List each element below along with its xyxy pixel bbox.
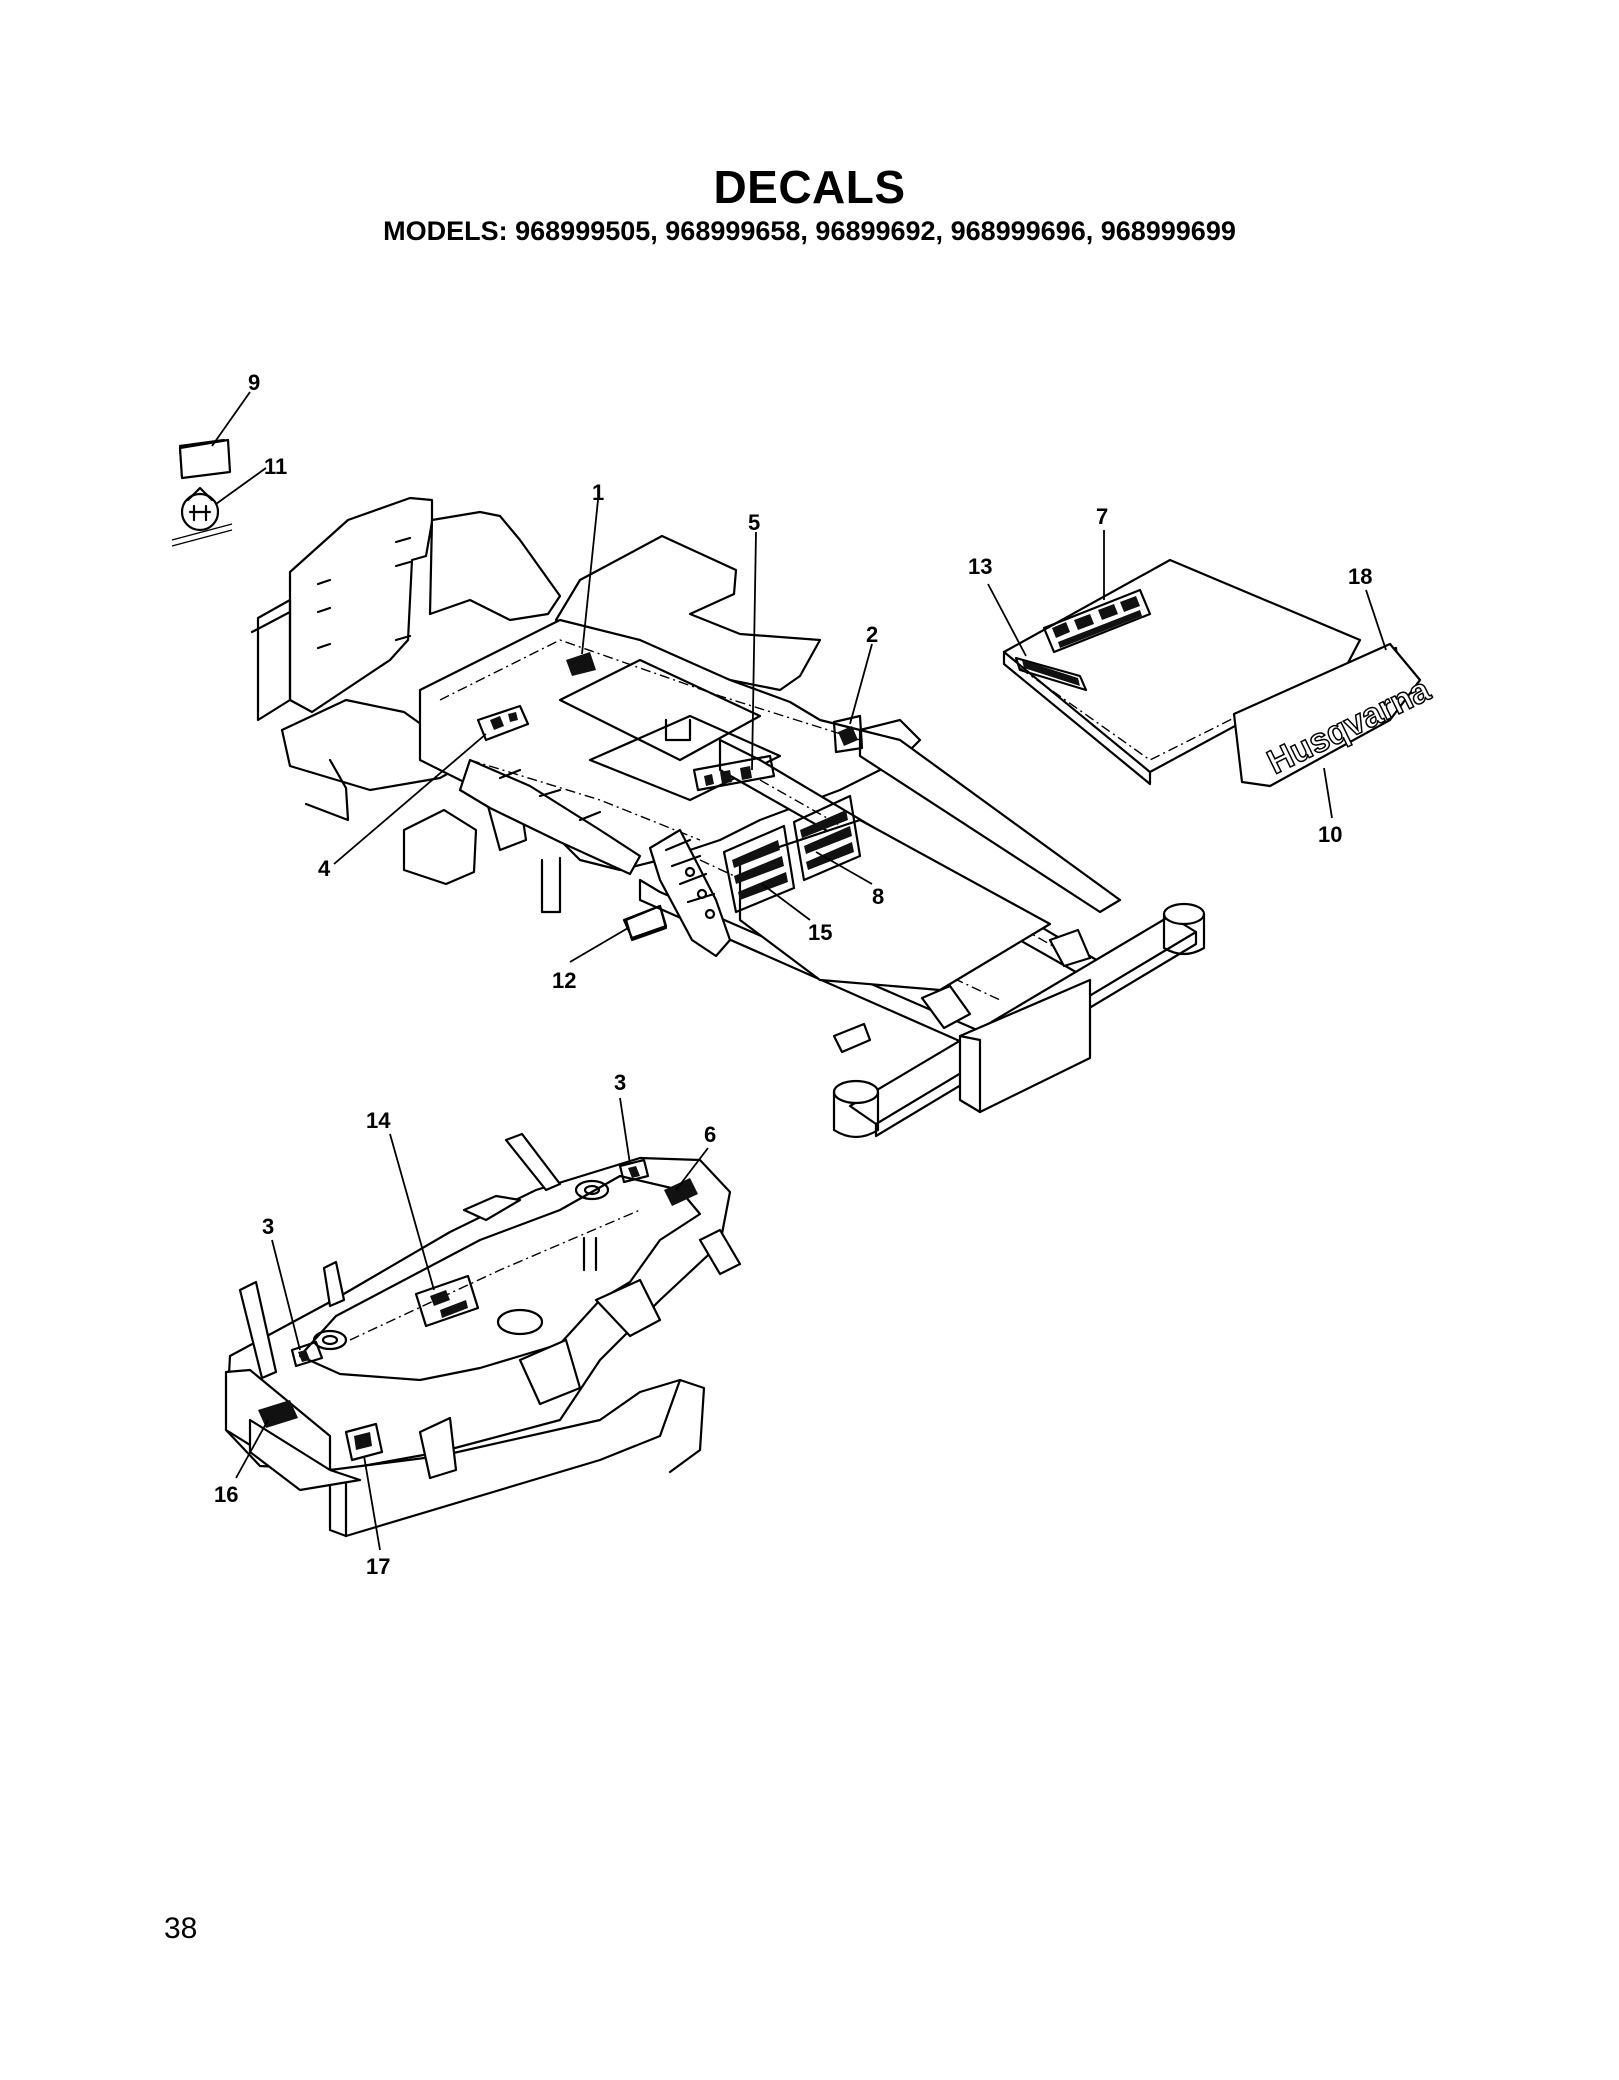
- decal-3-spindle-right: [618, 1158, 650, 1184]
- callout-6: 6: [704, 1122, 716, 1147]
- callout-13: 13: [968, 554, 992, 579]
- page-number: 38: [164, 1912, 198, 1945]
- callout-3-left: 3: [262, 1214, 274, 1239]
- decal-11-husqvarna-emblem: [171, 486, 233, 547]
- callout-9: 9: [248, 370, 260, 395]
- callout-2: 2: [866, 622, 878, 647]
- callout-3-top: 3: [614, 1070, 626, 1095]
- callout-5: 5: [748, 510, 760, 535]
- callout-11: 11: [264, 454, 287, 479]
- callout-18: 18: [1348, 564, 1372, 589]
- decal-15-frame-warning: [722, 824, 796, 914]
- callout-7: 7: [1096, 504, 1108, 529]
- leader-lines: [211, 391, 1387, 1551]
- decal-3-spindle-left: [290, 1340, 324, 1368]
- decal-13-hood-strip: [1014, 656, 1088, 692]
- decal-6-deck-right: [664, 1178, 698, 1206]
- callout-15: 15: [808, 920, 832, 945]
- callout-8: 8: [872, 884, 884, 909]
- mower-deck: [224, 1132, 742, 1538]
- decal-4-control-panel: [476, 704, 530, 742]
- decal-8-frame-warning: [792, 794, 862, 882]
- decal-12-lever-label: [622, 904, 668, 940]
- callout-16: 16: [214, 1482, 238, 1507]
- callout-4: 4: [318, 856, 331, 881]
- tractor-frame: [250, 496, 1206, 1139]
- callout-12: 12: [552, 968, 576, 993]
- decal-1-frame-top: [566, 652, 596, 676]
- decal-9-blank-label: [178, 438, 232, 480]
- decal-14-deck-center: [414, 1274, 480, 1328]
- models-subtitle: MODELS: 968999505, 968999658, 96899692, …: [383, 216, 1236, 246]
- decal-5-frame-center: [692, 754, 776, 792]
- page-title: DECALS: [713, 161, 906, 213]
- decal-7-hood-instruction: [1042, 588, 1152, 654]
- callout-10: 10: [1318, 822, 1342, 847]
- callout-17: 17: [366, 1554, 390, 1579]
- decal-17-deck-warning: [344, 1422, 384, 1462]
- callout-numbers: 9 11 1 5 2 7 13 18 10 4 8 15 12 3 6 14 3…: [214, 370, 1372, 1579]
- callout-1: 1: [592, 480, 604, 505]
- callout-14: 14: [366, 1108, 391, 1133]
